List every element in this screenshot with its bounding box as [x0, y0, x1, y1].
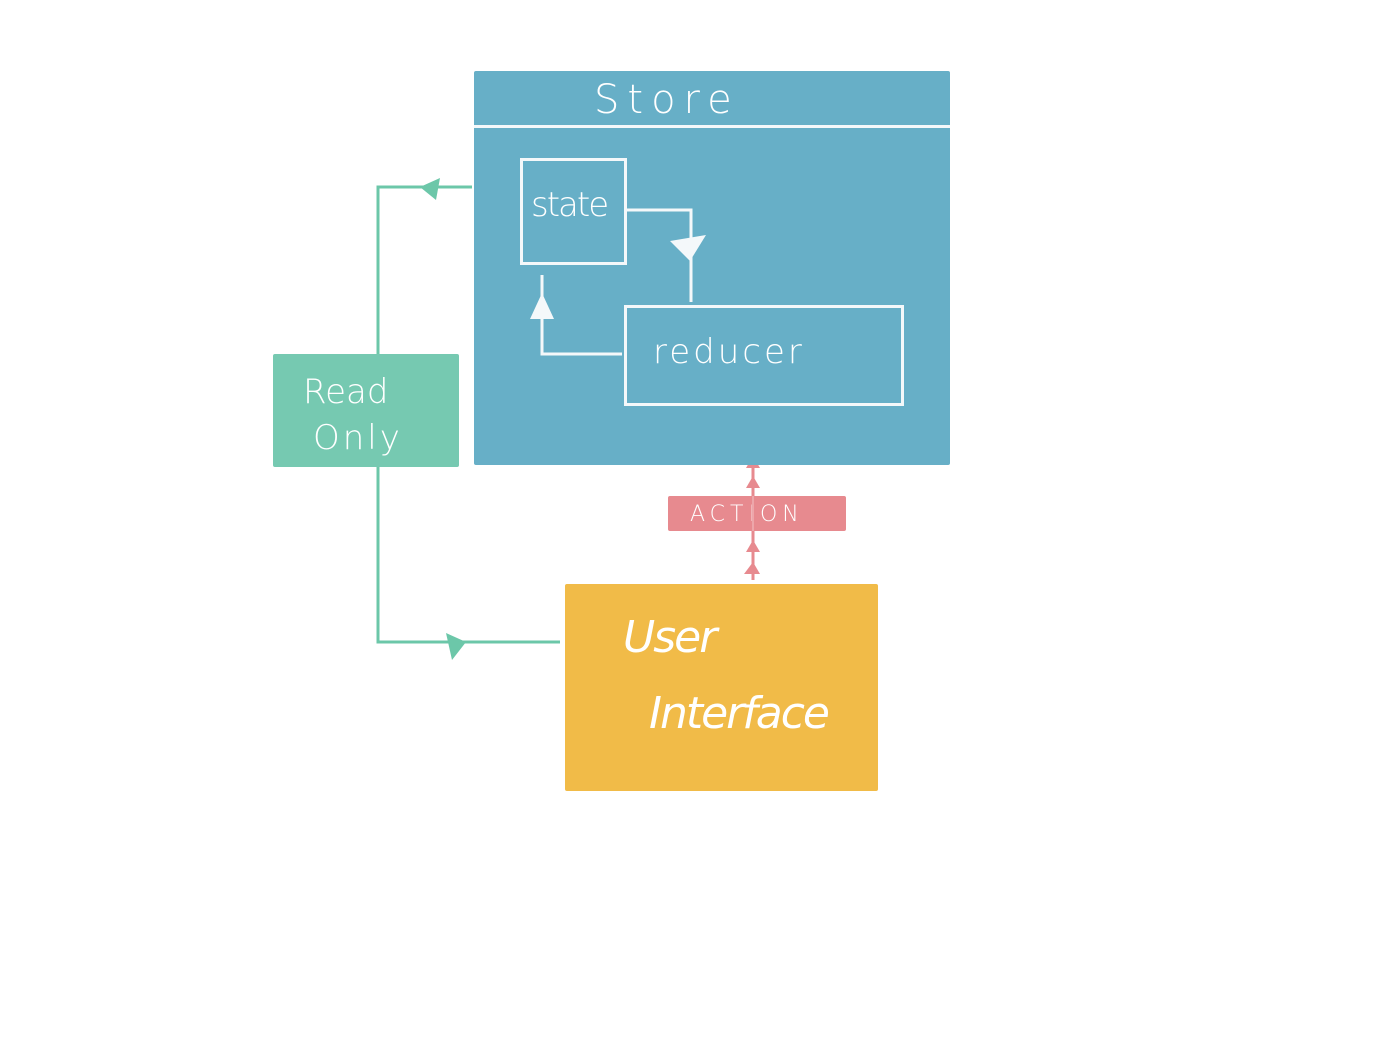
- user-interface-label-line2: Interface: [649, 688, 830, 739]
- arrow-head-reducer-state: [530, 293, 554, 319]
- reducer-label: reducer: [653, 332, 805, 372]
- store-box: Store state reducer: [474, 71, 950, 465]
- user-interface-label-line1: User: [623, 612, 717, 663]
- reducer-box: reducer: [624, 305, 904, 406]
- action-arrow-head: [746, 476, 760, 488]
- user-interface-box: User Interface: [565, 584, 878, 791]
- action-label: ACTION: [690, 502, 804, 527]
- edge-store-to-readonly: [376, 185, 472, 354]
- state-label: state: [531, 185, 609, 225]
- arrow-head-readonly-ui: [446, 633, 466, 660]
- read-only-box: Read Only: [273, 354, 459, 467]
- state-box: state: [520, 158, 627, 265]
- edge-reducer-to-state: [540, 275, 622, 356]
- action-box: ACTION: [668, 496, 846, 531]
- store-divider: [474, 125, 950, 128]
- store-inner-connectors: [530, 208, 706, 356]
- arrow-head-state-reducer: [670, 235, 706, 261]
- store-title: Store: [594, 77, 740, 123]
- edge-state-to-reducer: [627, 208, 693, 302]
- edge-readonly-to-ui: [376, 467, 560, 644]
- action-arrow-head: [744, 562, 760, 574]
- arrow-head-store-readonly: [420, 178, 440, 200]
- read-only-label-line1: Read: [303, 372, 389, 412]
- read-only-label-line2: Only: [313, 418, 403, 458]
- action-arrow-head: [746, 540, 760, 552]
